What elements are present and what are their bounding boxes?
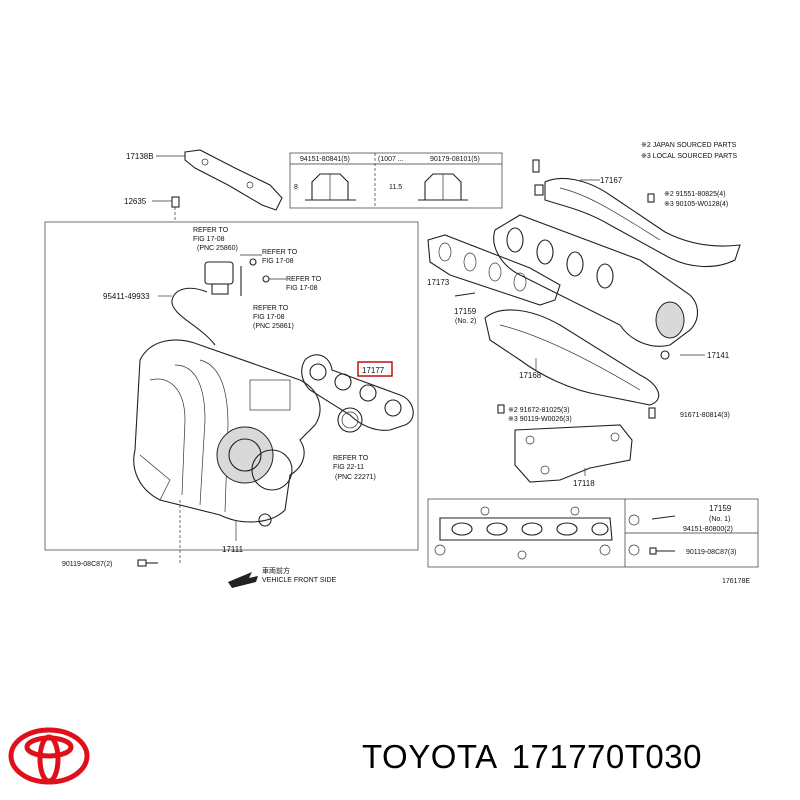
label-17177: 17177	[362, 366, 385, 375]
refer-text: REFER TO	[193, 227, 229, 234]
label-17168: 17168	[519, 371, 542, 380]
label-17167: 17167	[600, 176, 623, 185]
legend-note-japan: ※2 JAPAN SOURCED PARTS	[641, 142, 737, 149]
toyota-logo	[8, 727, 90, 785]
refer-text: FIG 17-08	[253, 314, 285, 321]
exhaust-gasket-17173	[427, 234, 561, 306]
front-label-en: VEHICLE FRONT SIDE	[262, 577, 336, 584]
nut-detail-box: 94151-80841(5) (1007 ... 90179-08101(5) …	[289, 152, 503, 209]
legend-note-local: ※3 LOCAL SOURCED PARTS	[641, 153, 737, 160]
label-17141: 17141	[707, 351, 730, 360]
label-95411: 95411-49933	[103, 292, 150, 301]
brand-caption: TOYOTA 171770T030	[362, 738, 716, 776]
flange-nut-icon	[305, 173, 356, 201]
label-91551: ※2 91551-80825(4)	[664, 191, 726, 198]
refer-text: REFER TO	[333, 455, 369, 462]
exhaust-manifold	[493, 214, 699, 360]
label-90105: ※3 90105-W0128(4)	[664, 201, 728, 208]
label-17159: 17159	[454, 307, 477, 316]
label-17138B: 17138B	[126, 152, 154, 161]
brand-name: TOYOTA	[362, 738, 498, 775]
part-number: 171770T030	[511, 738, 702, 775]
gasket-detail-box	[427, 498, 759, 568]
refer-text: FIG 17-08	[262, 258, 294, 265]
refer-text: (PNC 25860)	[197, 245, 238, 252]
refer-text: REFER TO	[286, 276, 322, 283]
nut-label-1007: (1007 ...	[378, 156, 404, 163]
bolt-91672	[497, 404, 505, 414]
intake-gasket-17177	[301, 354, 414, 433]
label-90119-08C87-2: 90119-08C87(2)	[62, 561, 112, 568]
label-17111: 17111	[222, 545, 244, 554]
lower-insulator-17168	[484, 309, 660, 406]
box-label-94151: 94151-80800(2)	[683, 526, 733, 533]
heat-insulator-17167	[534, 177, 741, 268]
bolt-91551	[647, 193, 655, 203]
box-label-90119: 90119-08C87(3)	[686, 549, 736, 556]
label-91671: 91671-80814(3)	[680, 412, 730, 419]
refer-text: (PNC 22271)	[335, 474, 376, 481]
bolt-12635	[171, 196, 180, 222]
label-90119-w: ※3 90119-W0026(3)	[508, 416, 572, 423]
bracket-17118	[514, 424, 633, 483]
intake-assembly-frame	[44, 221, 419, 551]
box-label-17159-no1: (No. 1)	[709, 516, 730, 523]
intake-manifold	[133, 339, 321, 527]
stud-17159	[454, 292, 476, 297]
bolt-91671	[648, 407, 656, 419]
refer-text: (PNC 25861)	[253, 323, 294, 330]
refer-text: REFER TO	[262, 249, 298, 256]
highlight-box-17177	[357, 361, 393, 377]
bracket-17138B	[184, 149, 283, 211]
label-12635: 12635	[124, 197, 147, 206]
stud-icon	[532, 159, 540, 173]
vehicle-front-arrow	[228, 572, 258, 588]
figure-code: 176178E	[722, 578, 750, 585]
refer-text: FIG 17-08	[286, 285, 318, 292]
label-91672: ※2 91672-81025(3)	[508, 407, 570, 414]
vacuum-valve	[204, 258, 270, 296]
refer-text: FIG 17-08	[193, 236, 225, 243]
nut-label-94151: 94151-80841(5)	[300, 156, 350, 163]
flange-nut-icon	[418, 173, 468, 201]
refer-text: FIG 22-11	[333, 464, 364, 471]
label-17159-no2: (No. 2)	[455, 318, 476, 325]
nut-dim-115: 11.5	[389, 184, 402, 191]
nut-dim-b: 8	[294, 184, 298, 191]
refer-text: REFER TO	[253, 305, 289, 312]
bolt-90119	[137, 559, 158, 567]
front-label-jp: 車両前方	[262, 566, 290, 575]
nut-label-90179: 90179-08101(5)	[430, 156, 480, 163]
label-17118: 17118	[573, 479, 595, 488]
box-label-17159: 17159	[709, 504, 732, 513]
label-17173: 17173	[427, 278, 450, 287]
